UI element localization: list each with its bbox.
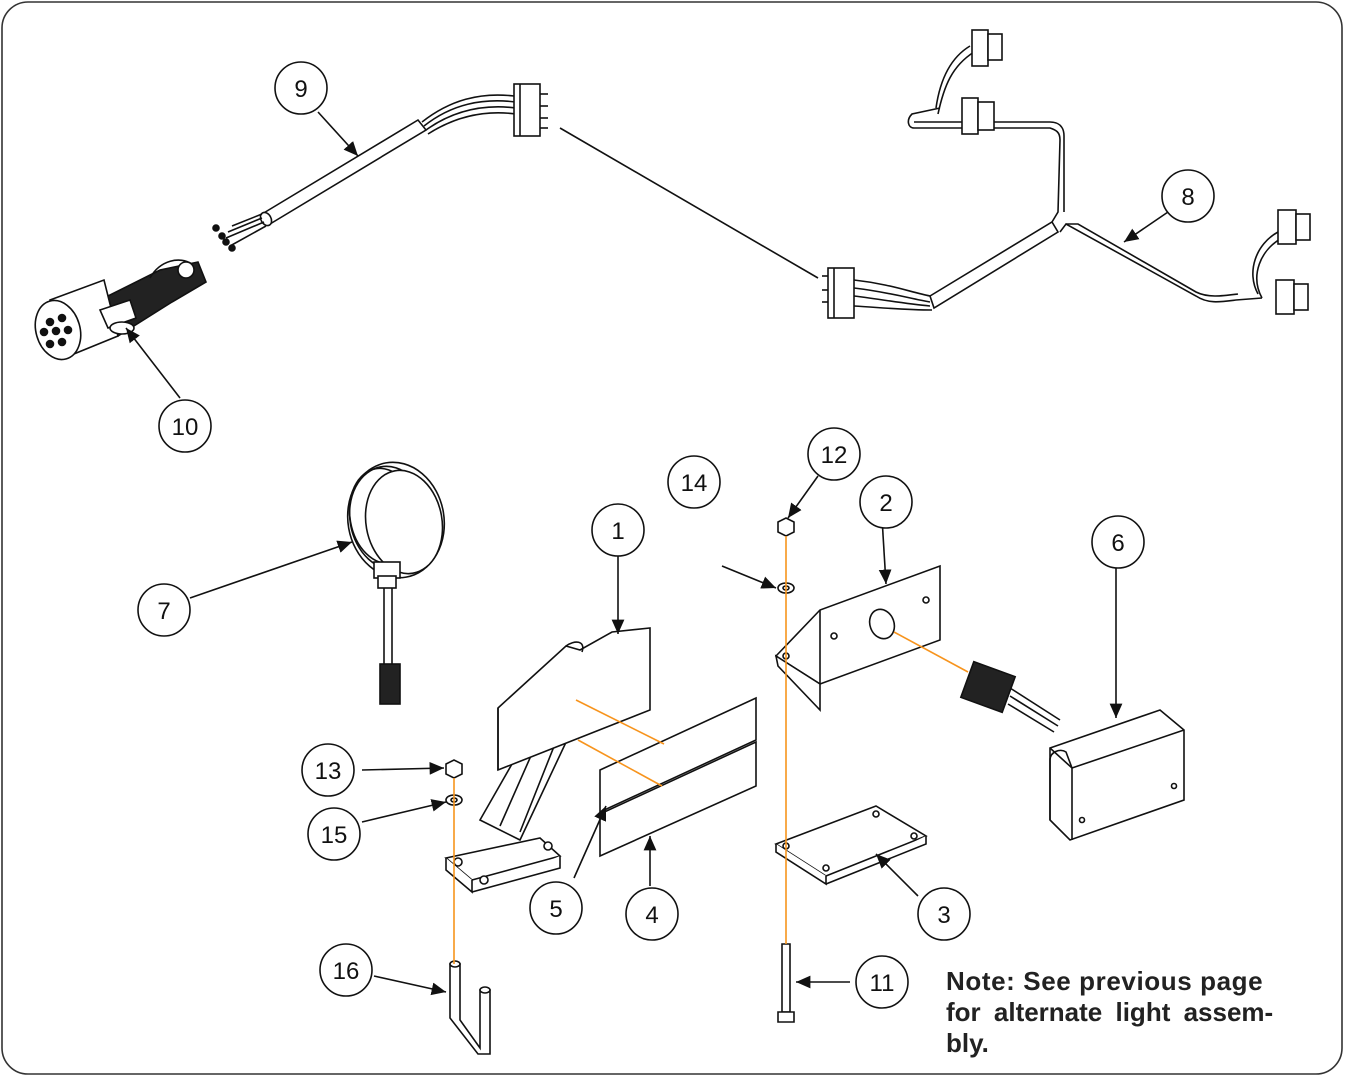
svg-text:7: 7	[157, 598, 170, 625]
svg-text:16: 16	[333, 958, 360, 985]
svg-text:1: 1	[611, 518, 624, 545]
part-9-harness	[212, 83, 548, 252]
callout-12: 12	[807, 427, 861, 481]
callouts: 9 8 10 7 1 2 12 14 6 13 15 5 4 3 11 16	[137, 61, 1215, 1009]
note-text: Note: See previous page for alternate li…	[946, 966, 1318, 1059]
svg-text:9: 9	[294, 76, 307, 103]
part-2-plate	[774, 564, 941, 712]
part-7-light	[346, 461, 446, 705]
svg-text:3: 3	[937, 902, 950, 929]
callout-7: 7	[137, 583, 191, 637]
callout-4: 4	[625, 887, 679, 941]
callout-1: 1	[591, 503, 645, 557]
callout-5: 5	[529, 881, 583, 935]
note-line-1: Note: See previous page	[946, 966, 1264, 996]
part-13-nut	[445, 759, 463, 779]
svg-text:14: 14	[681, 470, 708, 497]
part-10-plug	[34, 259, 207, 361]
part-11-bolt	[781, 943, 791, 1013]
svg-text:11: 11	[870, 970, 895, 997]
part-8-harness	[822, 29, 1311, 319]
svg-text:2: 2	[879, 490, 892, 517]
callout-14: 14	[667, 455, 721, 509]
part-1-bracket	[444, 627, 651, 894]
callout-16: 16	[319, 943, 373, 997]
callout-9: 9	[274, 61, 328, 115]
svg-text:8: 8	[1181, 184, 1194, 211]
svg-text:10: 10	[172, 414, 199, 441]
part-16-u-bolt	[449, 963, 491, 1055]
callout-10: 10	[158, 399, 212, 453]
svg-text:13: 13	[315, 758, 342, 785]
svg-text:15: 15	[321, 822, 348, 849]
part-6-light	[959, 660, 1185, 841]
note-line-3: bly.	[946, 1028, 989, 1058]
callout-8: 8	[1161, 169, 1215, 223]
assembly-lines	[453, 536, 969, 964]
parts-4-5-decals	[599, 696, 757, 858]
callout-3: 3	[917, 887, 971, 941]
svg-text:12: 12	[821, 442, 848, 469]
svg-text:6: 6	[1111, 530, 1124, 557]
svg-text:5: 5	[549, 896, 562, 923]
callout-11: 11	[855, 955, 909, 1009]
part-12-nut	[777, 517, 795, 537]
callout-15: 15	[307, 807, 361, 861]
callout-2: 2	[859, 475, 913, 529]
part-3-plate	[774, 805, 928, 886]
callout-13: 13	[301, 743, 355, 797]
leader-lines	[125, 111, 1169, 996]
note-line-2: for alternate light assem-	[946, 997, 1274, 1027]
callout-6: 6	[1091, 515, 1145, 569]
svg-text:4: 4	[645, 902, 658, 929]
